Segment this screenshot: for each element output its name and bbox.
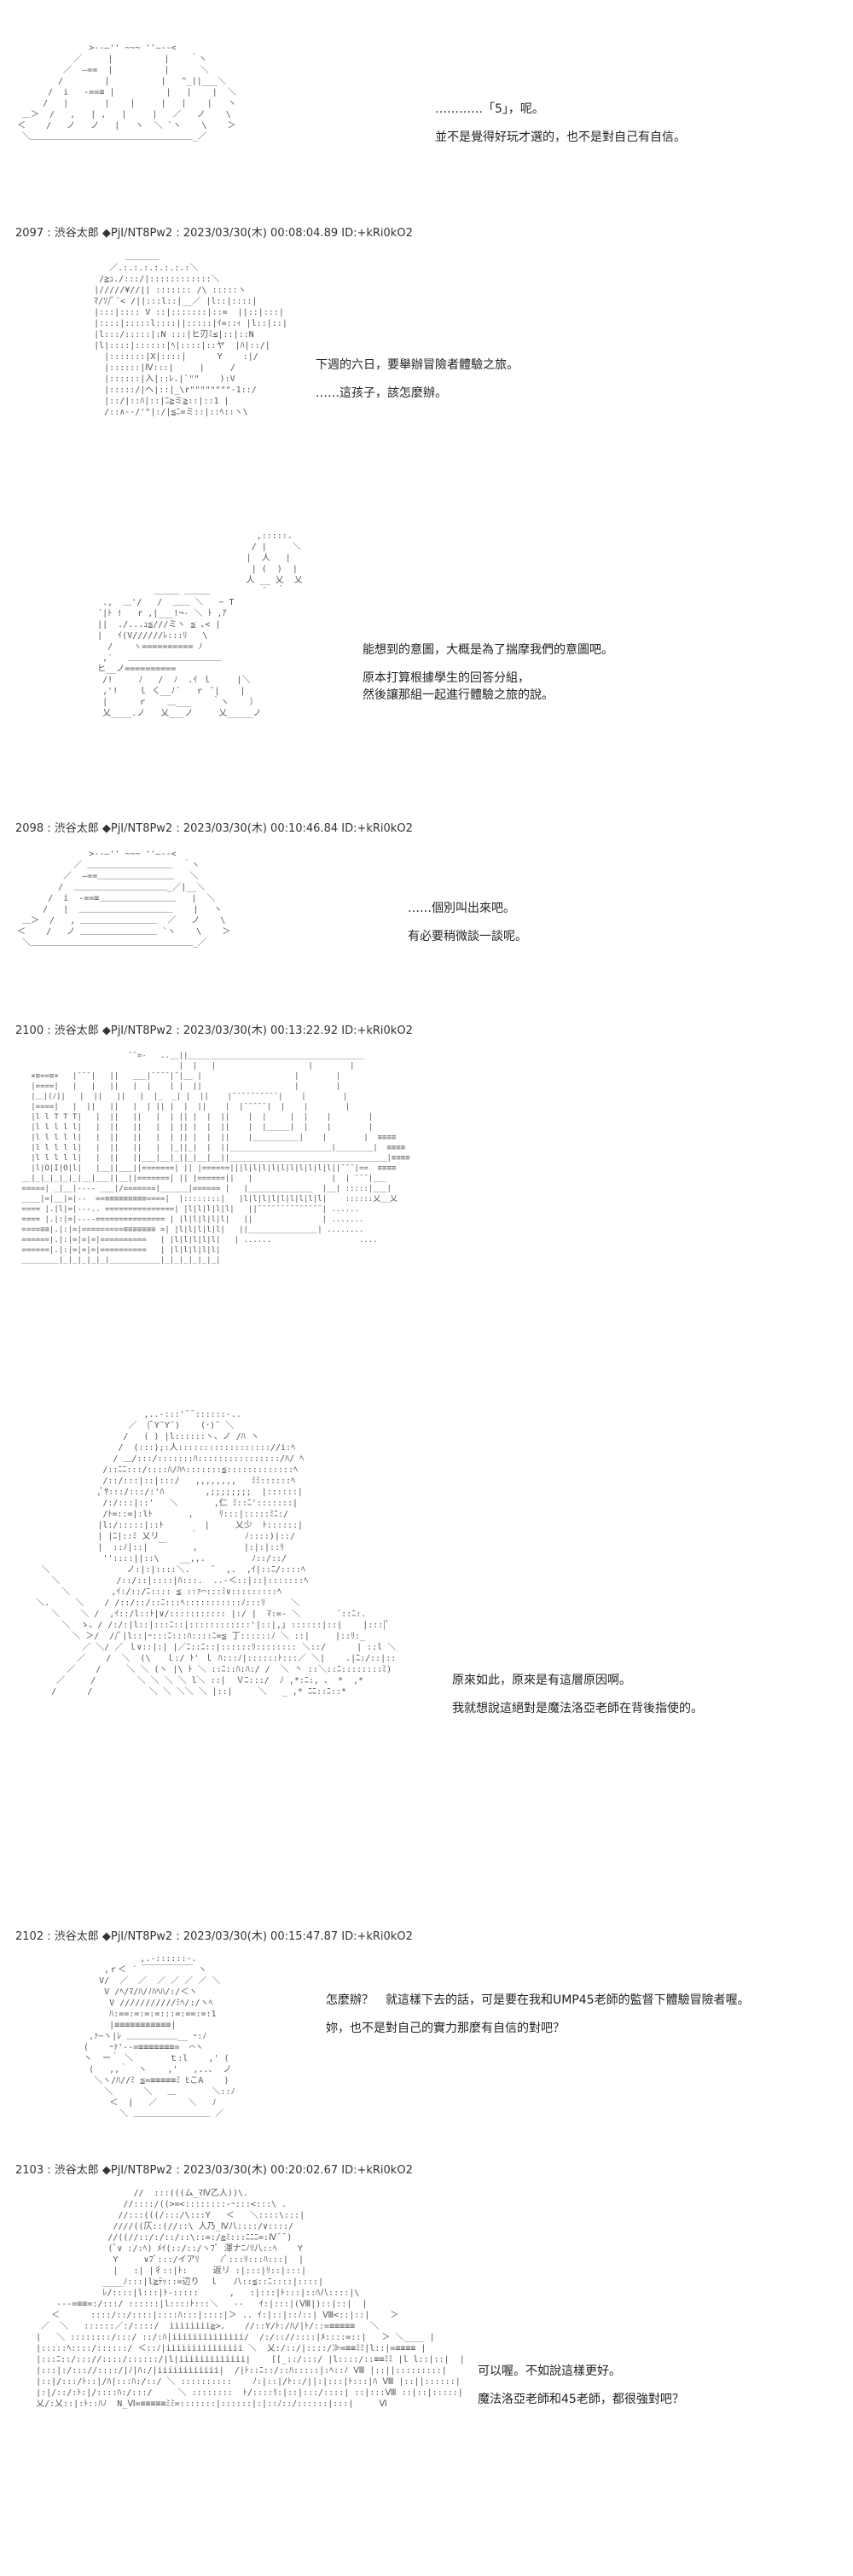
ascii-art-8: // :::(((ム_ﾏⅣ乙人))\. //::::/((>=<::::::::…	[36, 2189, 465, 2409]
dialogue-post-2098: ……個別叫出來吧。 有必要稍微談一談呢。	[408, 900, 527, 956]
dialogue-post-2097: 下週的六日，要舉辦冒險者體驗之旅。 ……這孩子，該怎麼辦。	[316, 357, 519, 413]
dialogue-post-1: …………「5」，呢。 並不是覺得好玩才選的，也不是對自己有自信。	[435, 101, 686, 157]
dialogue-line: ……這孩子，該怎麼辦。	[316, 386, 447, 400]
ascii-art-1: >--―'' ~~~ ''―--< ／ | | ｀ヽ ／ ―== | | ＼ /…	[17, 44, 236, 142]
post-header-2100: 2100 : 渋谷太郎 ◆PjI/NT8Pw2 : 2023/03/30(木) …	[15, 1024, 413, 1037]
ascii-art-2: ＿＿＿＿ ／.:.:.:.:.:.:.:＼ /≧ｭ./:::/|::::::::…	[94, 252, 287, 417]
dialogue-line: 妳，也不是對自己的實力那麼有自信的對吧？	[326, 2022, 565, 2035]
dialogue-line: ……個別叫出來吧。	[408, 902, 515, 915]
post-header-2103: 2103 : 渋谷太郎 ◆PjI/NT8Pw2 : 2023/03/30(木) …	[15, 2164, 413, 2177]
dialogue-post-2102: 怎麼辦？ 就這樣下去的話，可是要在我和UMP45老師的監督下體驗冒險者喔。 妳，…	[326, 1992, 750, 2048]
ascii-art-3: ,:::::. / | ＼ | 人 | | ( ) | 人 __ 乂 乂 ＿＿＿	[97, 531, 303, 718]
dialogue-line: 能想到的意圖，大概是為了揣摩我們的意圖吧。	[363, 643, 613, 657]
post-header-2097: 2097 : 渋谷太郎 ◆PjI/NT8Pw2 : 2023/03/30(木) …	[15, 227, 413, 240]
dialogue-line: 我就想說這絕對是魔法洛亞老師在背後指使的。	[452, 1702, 703, 1715]
dialogue-line: 有必要稍微談一談呢。	[408, 930, 527, 943]
dialogue-line: 可以喔。不如說這樣更好。	[478, 2364, 621, 2378]
dialogue-line: …………「5」，呢。	[435, 102, 544, 116]
post-header-2098: 2098 : 渋谷太郎 ◆PjI/NT8Pw2 : 2023/03/30(木) …	[15, 822, 413, 835]
dialogue-line: 魔法洛亞老師和45老師，都很強對吧？	[478, 2393, 684, 2406]
ascii-art-4: >--―'' ~~~ ''―--< ／ ＿＿＿＿＿＿＿＿＿＿ ｀ヽ ／ ―==＿…	[17, 850, 231, 948]
ascii-art-7: ,.-::::::-. ,ｒ＜ ´ ￣￣￣￣￣￣ ヽ V/ ／ ／ ／ ／ ／ …	[84, 1954, 235, 2119]
dialogue-post-2100: 原來如此，原來是有這層原因啊。 我就想說這絕對是魔法洛亞老師在背後指使的。	[452, 1672, 703, 1728]
post-header-2102: 2102 : 渋谷太郎 ◆PjI/NT8Pw2 : 2023/03/30(木) …	[15, 1930, 413, 1943]
dialogue-line: 原來如此，原來是有這層原因啊。	[452, 1674, 631, 1687]
ascii-art-6: ,..-:::'¯¯::::::-.. ／ (ﾞY¨Y¨) (･)¨ ＼ / (…	[36, 1410, 397, 1697]
dialogue-line: 怎麼辦？ 就這樣下去的話，可是要在我和UMP45老師的監督下體驗冒險者喔。	[326, 1993, 750, 2007]
dialogue-line: 原本打算根據學生的回答分組，	[363, 671, 530, 685]
ascii-art-5-classroom: ¯¯=- ..__||_____________________________…	[21, 1052, 410, 1265]
dialogue-line: 並不是覺得好玩才選的，也不是對自己有自信。	[435, 131, 686, 144]
dialogue-post-2103: 可以喔。不如說這樣更好。 魔法洛亞老師和45老師，都很強對吧？	[478, 2363, 684, 2419]
dialogue-line: 下週的六日，要舉辦冒險者體驗之旅。	[316, 358, 519, 372]
dialogue-line: 然後讓那組一起進行體驗之旅的說。	[363, 688, 554, 702]
dialogue-post-2097b: 能想到的意圖，大概是為了揣摩我們的意圖吧。 原本打算根據學生的回答分組， 然後讓…	[363, 641, 613, 715]
